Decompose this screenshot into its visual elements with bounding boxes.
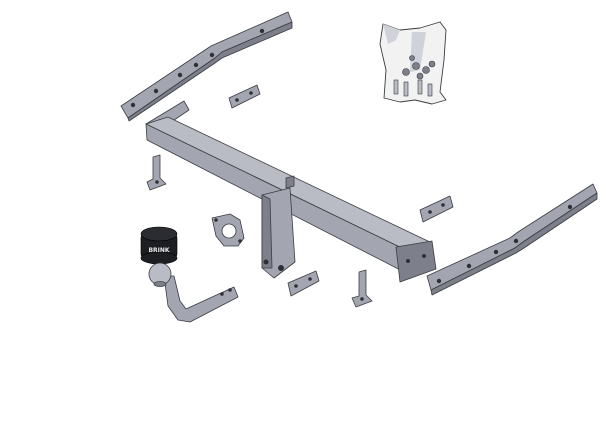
plate-body <box>419 195 454 223</box>
crossbar-hole <box>406 259 410 263</box>
rail-hole <box>493 249 499 255</box>
crossbar-hole <box>422 254 426 258</box>
plate-hole <box>294 284 298 288</box>
plate-body <box>287 270 320 297</box>
electrical-socket: BRINK <box>140 226 178 265</box>
main-crossbar <box>145 100 437 283</box>
right-side-rail <box>426 183 598 296</box>
plate-hole <box>249 91 253 95</box>
plate-hole <box>441 203 445 207</box>
bolt-icon <box>403 81 409 97</box>
rail-hole <box>567 204 573 210</box>
socket-mounting-bracket <box>211 213 245 247</box>
tow-ball-neck <box>163 275 239 323</box>
drop-bracket-body <box>351 269 373 308</box>
socket-bracket-hole <box>238 239 242 243</box>
nut-icon <box>416 72 424 80</box>
nut-icon <box>422 66 430 74</box>
right-rail-holes <box>436 204 573 284</box>
socket-lid <box>140 226 178 242</box>
bolt-icon <box>427 83 433 97</box>
socket-brand-label: BRINK <box>148 247 169 254</box>
crossbar-tab <box>285 175 295 189</box>
plate-hole <box>235 98 239 102</box>
left-rail-edge <box>127 21 293 122</box>
rail-hole <box>193 62 199 68</box>
reinforcement-plate-right <box>419 195 454 223</box>
rail-hole <box>177 72 183 78</box>
fitting-kit-bag <box>379 21 447 105</box>
plate-body <box>228 84 261 109</box>
reinforcement-plate-bottom <box>287 270 320 297</box>
bolt-icon <box>417 79 423 95</box>
center-mount-hole <box>263 259 269 265</box>
plate-hole <box>428 210 432 214</box>
rail-hole <box>153 88 159 94</box>
tow-ball-collar <box>153 281 167 287</box>
left-side-rail <box>120 11 293 122</box>
tow-ball-assembly <box>148 262 239 323</box>
bag-hardware <box>393 55 436 97</box>
center-mount-side <box>261 194 273 269</box>
rail-hole <box>209 52 215 58</box>
right-rail-edge <box>430 192 598 296</box>
reinforcement-plate-top <box>228 84 261 109</box>
drop-bracket-hole <box>155 180 159 184</box>
plate-hole <box>308 277 312 281</box>
socket-bracket-opening <box>221 223 237 239</box>
right-rail-body <box>426 183 598 291</box>
nut-icon <box>428 60 436 68</box>
nut-icon <box>402 68 410 76</box>
socket-bracket-hole <box>214 218 218 222</box>
drop-bracket-body <box>146 154 167 191</box>
rail-hole <box>513 238 519 244</box>
bag-shadow <box>410 32 426 72</box>
left-rail-holes <box>130 28 265 108</box>
bolt-icon <box>393 79 399 95</box>
tow-ball-bolt-hole <box>220 292 224 296</box>
rail-hole <box>466 263 472 269</box>
tow-ball-bolt-hole <box>228 288 232 292</box>
center-mount-hole <box>278 265 284 271</box>
nut-icon <box>412 62 420 70</box>
drop-bracket-hole <box>360 297 364 301</box>
left-drop-bracket <box>146 154 167 191</box>
bag-fold <box>383 24 400 44</box>
nut-icon <box>409 55 415 61</box>
right-drop-bracket <box>351 269 373 308</box>
crossbar-right-end-plate <box>395 240 437 283</box>
rail-hole <box>259 28 265 34</box>
rail-hole <box>436 278 442 284</box>
rail-hole <box>130 102 136 108</box>
